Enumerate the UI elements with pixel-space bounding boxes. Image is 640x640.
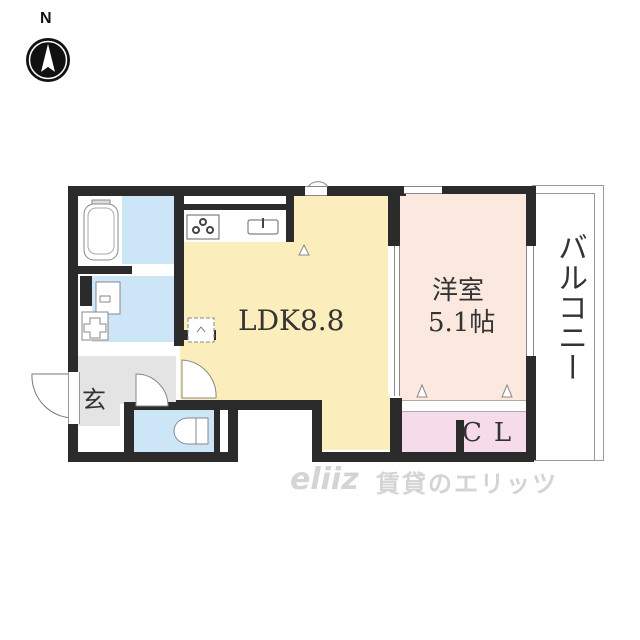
- bathroom: [122, 196, 174, 266]
- wall-closet-top: [402, 400, 526, 404]
- ldk-label: LDK8.8: [238, 304, 345, 337]
- closet-label: CL: [462, 418, 524, 448]
- wall-left-upper: [68, 186, 78, 372]
- entrance: [78, 356, 120, 426]
- wall-ldk-step: [312, 400, 322, 460]
- balcony-window[interactable]: [526, 246, 534, 356]
- wall-toilet-left: [124, 402, 134, 456]
- ldk-room-lower: [312, 396, 390, 450]
- wall-top: [68, 186, 406, 196]
- watermark-text: 賃貸のエリッツ: [376, 470, 558, 498]
- closet: [402, 412, 526, 452]
- wall-closet-divider: [456, 420, 464, 452]
- western-room: [400, 194, 526, 402]
- wall-right-lower: [526, 356, 536, 460]
- bathtub-icon: [83, 199, 119, 261]
- sink-icon: [247, 218, 279, 235]
- compass-label: N: [40, 10, 52, 27]
- wall-kitchen-top: [184, 204, 292, 210]
- wall-bath-ldk: [174, 186, 184, 346]
- refrigerator-space-icon: [187, 317, 215, 343]
- wall-wash-left: [80, 276, 92, 306]
- bath-vent-icon: [298, 244, 310, 256]
- ldk-door-icon[interactable]: [180, 358, 218, 400]
- entrance-opening: [68, 372, 80, 424]
- wall-right-upper: [526, 186, 536, 246]
- wall-bottom-step: [228, 402, 238, 462]
- western-room-label: 洋室: [432, 276, 485, 306]
- wall-ldk-room-lower: [390, 398, 402, 458]
- balcony-inner: [532, 193, 595, 461]
- wall-kitchen-side: [286, 196, 294, 242]
- window-swing-icon: [307, 181, 329, 188]
- toilet-icon: [173, 417, 209, 445]
- stove-icon: [186, 214, 220, 240]
- wall-bottom-right: [312, 452, 534, 462]
- watermark-logo: eliiz: [290, 462, 359, 497]
- washing-machine-pan-icon: [81, 311, 109, 341]
- balcony-label: バルコニー: [552, 232, 587, 382]
- wall-ldk-room-upper: [388, 186, 400, 246]
- wall-left-lower: [68, 424, 78, 462]
- entrance-label: 玄: [82, 386, 106, 414]
- closet-door-marker-left: [416, 384, 428, 398]
- washroom-door-icon[interactable]: [134, 372, 170, 408]
- room-window-top: [404, 186, 442, 194]
- north-arrow-icon: [26, 38, 70, 82]
- ldk-window-top: [305, 186, 327, 196]
- washbasin-icon: [95, 281, 121, 315]
- sliding-door-ldk-room[interactable]: [394, 246, 400, 396]
- closet-rail: [402, 400, 526, 412]
- wall-ldk-bottom: [176, 400, 312, 410]
- wall-top-right: [400, 186, 536, 194]
- western-room-size: 5.1帖: [428, 308, 496, 338]
- wall-bottom-left: [68, 452, 238, 462]
- closet-door-marker-right: [501, 384, 513, 398]
- wall-toilet-right: [214, 406, 220, 452]
- wall-bath-divider: [78, 266, 132, 274]
